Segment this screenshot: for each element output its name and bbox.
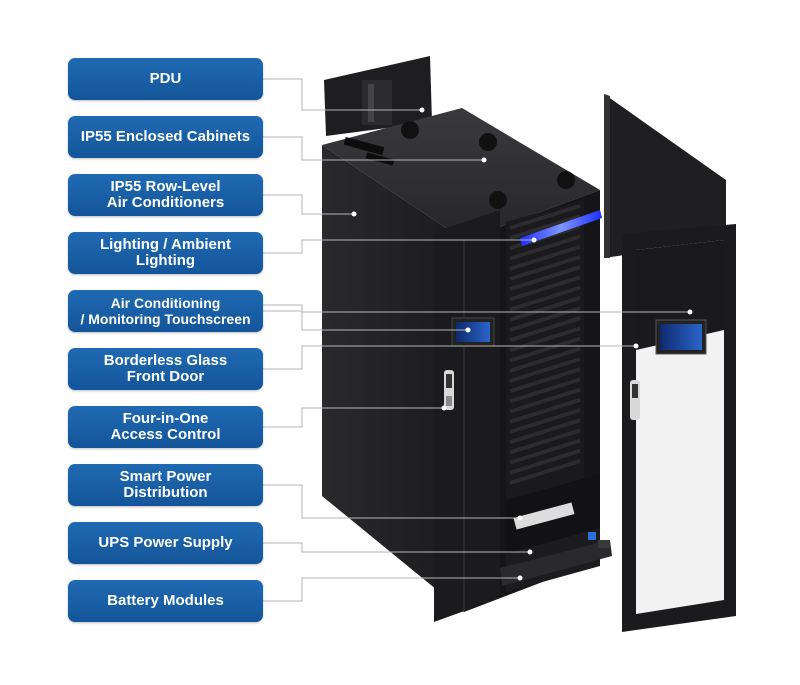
rack-slot [509, 387, 581, 414]
rack-slot [509, 448, 581, 475]
rack-slot [509, 367, 581, 394]
ups-battery-drawers [500, 474, 612, 592]
rack-slot [509, 255, 581, 281]
leader-endpoint [633, 343, 639, 349]
ambient-light-bar [520, 210, 602, 246]
rack-slot [509, 204, 581, 230]
leader-endpoint [517, 575, 523, 581]
leader-line [263, 78, 422, 111]
leader-line [263, 136, 484, 161]
leader-endpoint [351, 211, 357, 217]
leader-lines [263, 78, 693, 602]
rear-pdu-panel [324, 56, 432, 136]
leader-endpoint [687, 309, 693, 315]
leader-endpoint [531, 237, 537, 243]
rack-slot [509, 357, 581, 383]
rack-slot [509, 397, 581, 424]
rack-slot [509, 265, 581, 292]
leader-line [263, 194, 354, 215]
label-battery-modules: Battery Modules [68, 580, 263, 622]
perforated-rack [506, 200, 584, 500]
leader-endpoint [517, 515, 523, 521]
rack-slot [509, 408, 581, 434]
label-ups-power-supply: UPS Power Supply [68, 522, 263, 564]
leader-endpoint [481, 157, 487, 163]
rack-slot [509, 285, 581, 312]
label-four-in-one-access-control: Four-in-One Access Control [68, 406, 263, 448]
rack-slot [509, 418, 581, 445]
label-smart-power-distribution: Smart Power Distribution [68, 464, 263, 506]
rack-slot [509, 214, 581, 241]
rack-slot [509, 316, 581, 343]
leader-line [263, 345, 636, 370]
leader-endpoint [527, 549, 533, 555]
rack-slot [509, 336, 581, 363]
rack-slot [509, 346, 581, 373]
rack-slot [509, 459, 581, 485]
label-air-conditioning-monitoring-touchscreen: Air Conditioning / Monitoring Touchscree… [68, 290, 263, 332]
glass-front-door [622, 224, 736, 632]
rack-slot [509, 295, 581, 322]
cabinet-touchscreen [451, 317, 495, 347]
rack-slot [509, 326, 581, 353]
leader-endpoint [465, 327, 471, 333]
label-ip55-enclosed-cabinets: IP55 Enclosed Cabinets [68, 116, 263, 158]
side-panel-open [604, 94, 726, 258]
rack-slot [509, 438, 581, 465]
leader-endpoint [419, 107, 425, 113]
label-ip55-row-level-air-conditioners: IP55 Row-Level Air Conditioners [68, 174, 263, 216]
leader-line [263, 484, 520, 519]
leader-line [263, 310, 468, 331]
access-control-handle [444, 370, 454, 410]
rack-slot [509, 377, 581, 404]
label-borderless-glass-front-door: Borderless Glass Front Door [68, 348, 263, 390]
leader-line [263, 577, 520, 602]
rack-slot [509, 244, 581, 271]
leader-endpoint [441, 405, 447, 411]
rack-slot [509, 234, 581, 261]
label-pdu: PDU [68, 58, 263, 100]
leader-line [263, 542, 530, 553]
leader-line [263, 239, 534, 254]
label-lighting-ambient-lighting: Lighting / Ambient Lighting [68, 232, 263, 274]
rack-slot [509, 275, 581, 302]
leader-line [263, 304, 690, 313]
leader-line [263, 407, 444, 428]
rack-slot [509, 428, 581, 455]
